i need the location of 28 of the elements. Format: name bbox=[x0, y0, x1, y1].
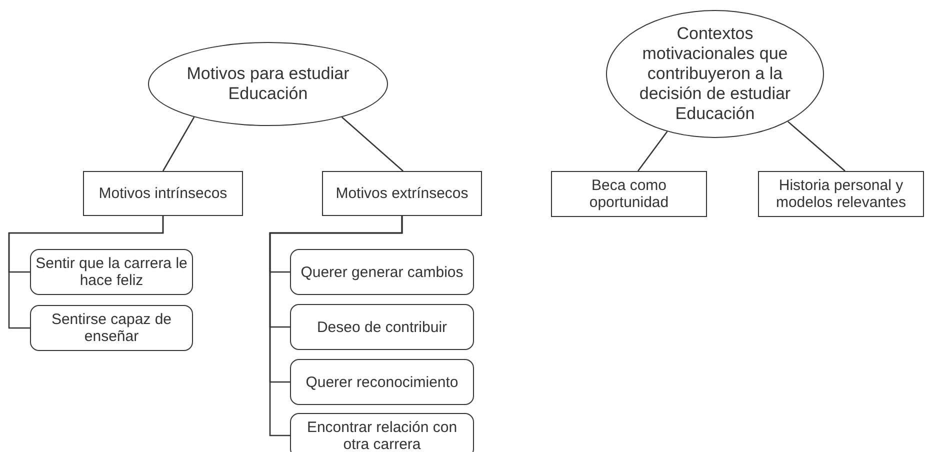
node-label: Motivos para estudiar Educación bbox=[186, 64, 350, 104]
node-label: Deseo de contribuir bbox=[316, 318, 448, 336]
connector-line bbox=[637, 131, 668, 172]
item-box bbox=[290, 249, 474, 295]
connector-line bbox=[788, 121, 846, 172]
category-box bbox=[83, 171, 243, 216]
connector-line bbox=[8, 216, 164, 329]
item-box bbox=[30, 249, 193, 295]
connector-line bbox=[269, 216, 403, 436]
item-box bbox=[290, 413, 474, 452]
node-label: Historia personal y modelos relevantes bbox=[774, 177, 908, 211]
node-label: Sentir que la carrera le hace feliz bbox=[35, 255, 188, 289]
node-label: Motivos extrínsecos bbox=[336, 185, 468, 202]
category-box bbox=[758, 171, 924, 217]
item-box bbox=[290, 304, 474, 350]
node-label: Querer reconocimiento bbox=[306, 374, 458, 390]
node-label: Beca como oportunidad bbox=[588, 177, 670, 211]
node-label: Encontrar relación con otra carrera bbox=[306, 418, 458, 452]
node-label: Contextos motivacionales que contribuyeron a la decisión de estudiar Educación bbox=[638, 24, 792, 124]
connector-line bbox=[341, 116, 404, 172]
category-box bbox=[551, 171, 707, 217]
node-label: Sentirse capaz de enseñar bbox=[50, 311, 173, 345]
item-box bbox=[30, 305, 193, 351]
node-label: Motivos intrínsecos bbox=[98, 185, 228, 202]
item-box bbox=[290, 359, 474, 405]
node-label: Querer generar cambios bbox=[300, 264, 464, 280]
connector-line bbox=[162, 116, 195, 172]
category-box bbox=[322, 171, 482, 216]
